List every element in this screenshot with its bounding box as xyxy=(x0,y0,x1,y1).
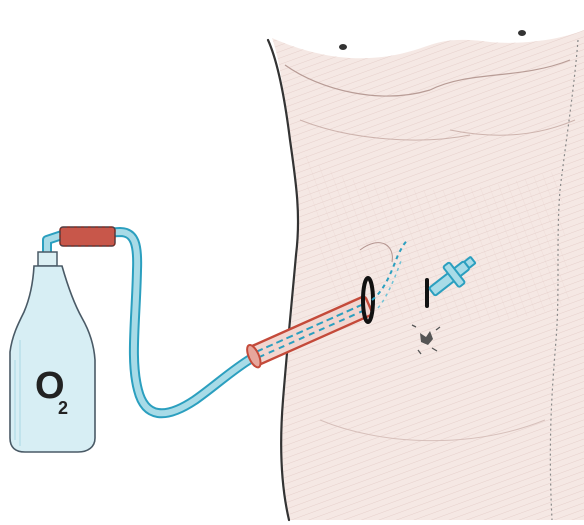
nipple-left xyxy=(339,44,347,50)
upper-connector xyxy=(60,227,115,246)
oxygen-bottle: O 2 xyxy=(10,252,95,452)
torso xyxy=(268,30,584,520)
bottle-label-subscript: 2 xyxy=(58,398,68,418)
nipple-right xyxy=(518,30,526,36)
